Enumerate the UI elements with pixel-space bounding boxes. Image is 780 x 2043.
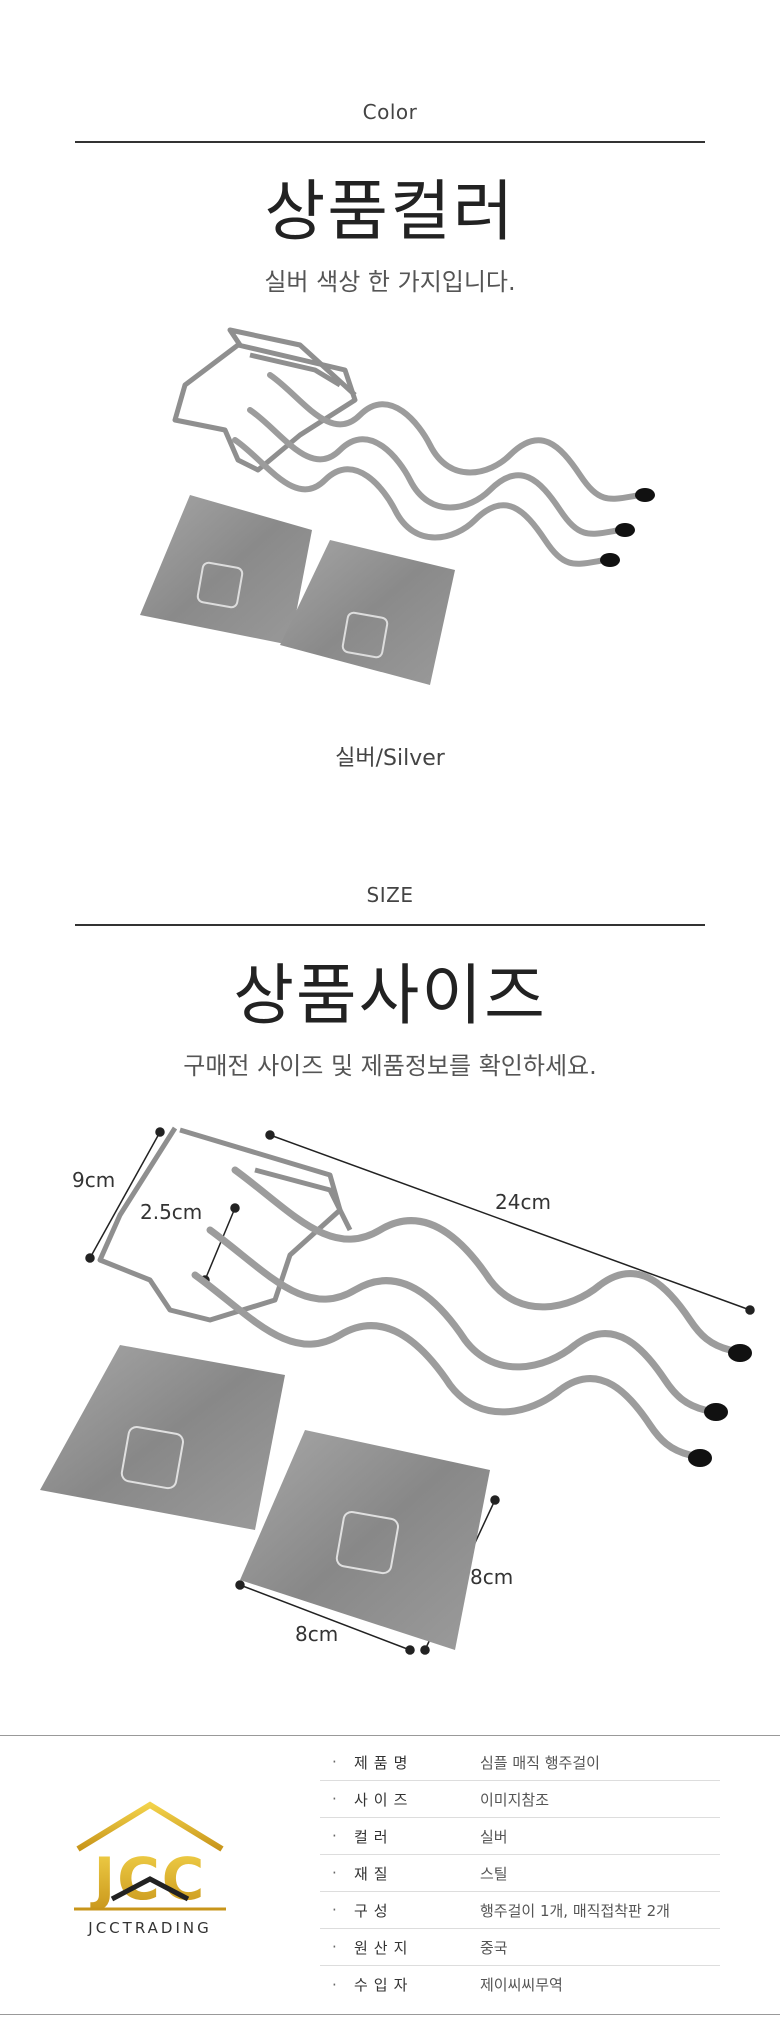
size-section-label: SIZE <box>366 883 414 907</box>
spec-bullet: · <box>332 1901 337 1919</box>
dim-pad-width-label: 8cm <box>295 1622 339 1646</box>
color-section-subtitle: 실버 색상 한 가지입니다. <box>264 268 516 296</box>
dim-pad-height-label: 8cm <box>470 1565 514 1589</box>
spec-key: 사이즈 <box>354 1790 414 1809</box>
spec-row: · 컬러 실버 <box>320 1818 720 1855</box>
brand-logo-sub: JCCTRADING <box>88 1919 212 1937</box>
color-section-label: Color <box>362 100 418 124</box>
product-image-size <box>40 1126 755 1655</box>
spec-row: · 원산지 중국 <box>320 1929 720 1966</box>
color-section-title: 상품컬러 <box>264 173 516 250</box>
spec-key: 수입자 <box>354 1976 414 1994</box>
spec-bullet: · <box>332 1864 337 1882</box>
spec-key: 제품명 <box>354 1753 414 1772</box>
spec-key: 재질 <box>354 1864 394 1883</box>
spec-value: 이미지참조 <box>480 1790 550 1809</box>
size-section-subtitle: 구매전 사이즈 및 제품정보를 확인하세요. <box>183 1052 597 1080</box>
spec-value: 행주걸이 1개, 매직접착판 2개 <box>480 1901 670 1920</box>
spec-row: · 재질 스틸 <box>320 1855 720 1892</box>
spec-table: · 제품명 심플 매직 행주걸이 · 사이즈 이미지참조 · 컬러 실버 · 재질 스틸 · 구성 행주걸이… <box>320 1744 720 2003</box>
spec-value: 중국 <box>480 1938 508 1957</box>
dim-height-label: 9cm <box>72 1168 116 1192</box>
product-image-color <box>140 327 655 685</box>
spec-row: · 구성 행주걸이 1개, 매직접착판 2개 <box>320 1892 720 1929</box>
spec-value: 실버 <box>480 1827 508 1846</box>
brand-logo-mark: JCC <box>74 1801 226 1913</box>
size-section-title: 상품사이즈 <box>233 957 547 1034</box>
spec-key: 구성 <box>354 1901 394 1920</box>
spec-value: 스틸 <box>480 1864 508 1883</box>
spec-bullet: · <box>332 1790 337 1808</box>
spec-bullet: · <box>332 1753 337 1771</box>
spec-key: 컬러 <box>354 1827 394 1846</box>
spec-value: 심플 매직 행주걸이 <box>480 1753 600 1772</box>
dim-spacing-label: 2.5cm <box>140 1200 203 1224</box>
spec-value: 제이씨씨무역 <box>480 1976 563 1994</box>
brand-logo: JCC JCCTRADING <box>60 1791 240 1951</box>
spec-bullet: · <box>332 1827 337 1845</box>
spec-bullet: · <box>332 1938 337 1956</box>
color-caption: 실버/Silver <box>335 746 445 771</box>
spec-row: · 사이즈 이미지참조 <box>320 1781 720 1818</box>
spec-bullet: · <box>332 1975 337 1994</box>
size-section-rule <box>75 924 705 926</box>
spec-row: · 제품명 심플 매직 행주걸이 <box>320 1744 720 1781</box>
spec-key: 원산지 <box>354 1938 414 1957</box>
dim-length-label: 24cm <box>495 1190 551 1214</box>
spec-row: · 수입자 제이씨씨무역 <box>320 1966 720 2003</box>
spec-panel: JCC JCCTRADING · 제품명 심플 매직 행주걸이 · 사이즈 이미지참조 · 컬… <box>0 1735 780 2015</box>
color-section-rule <box>75 141 705 143</box>
